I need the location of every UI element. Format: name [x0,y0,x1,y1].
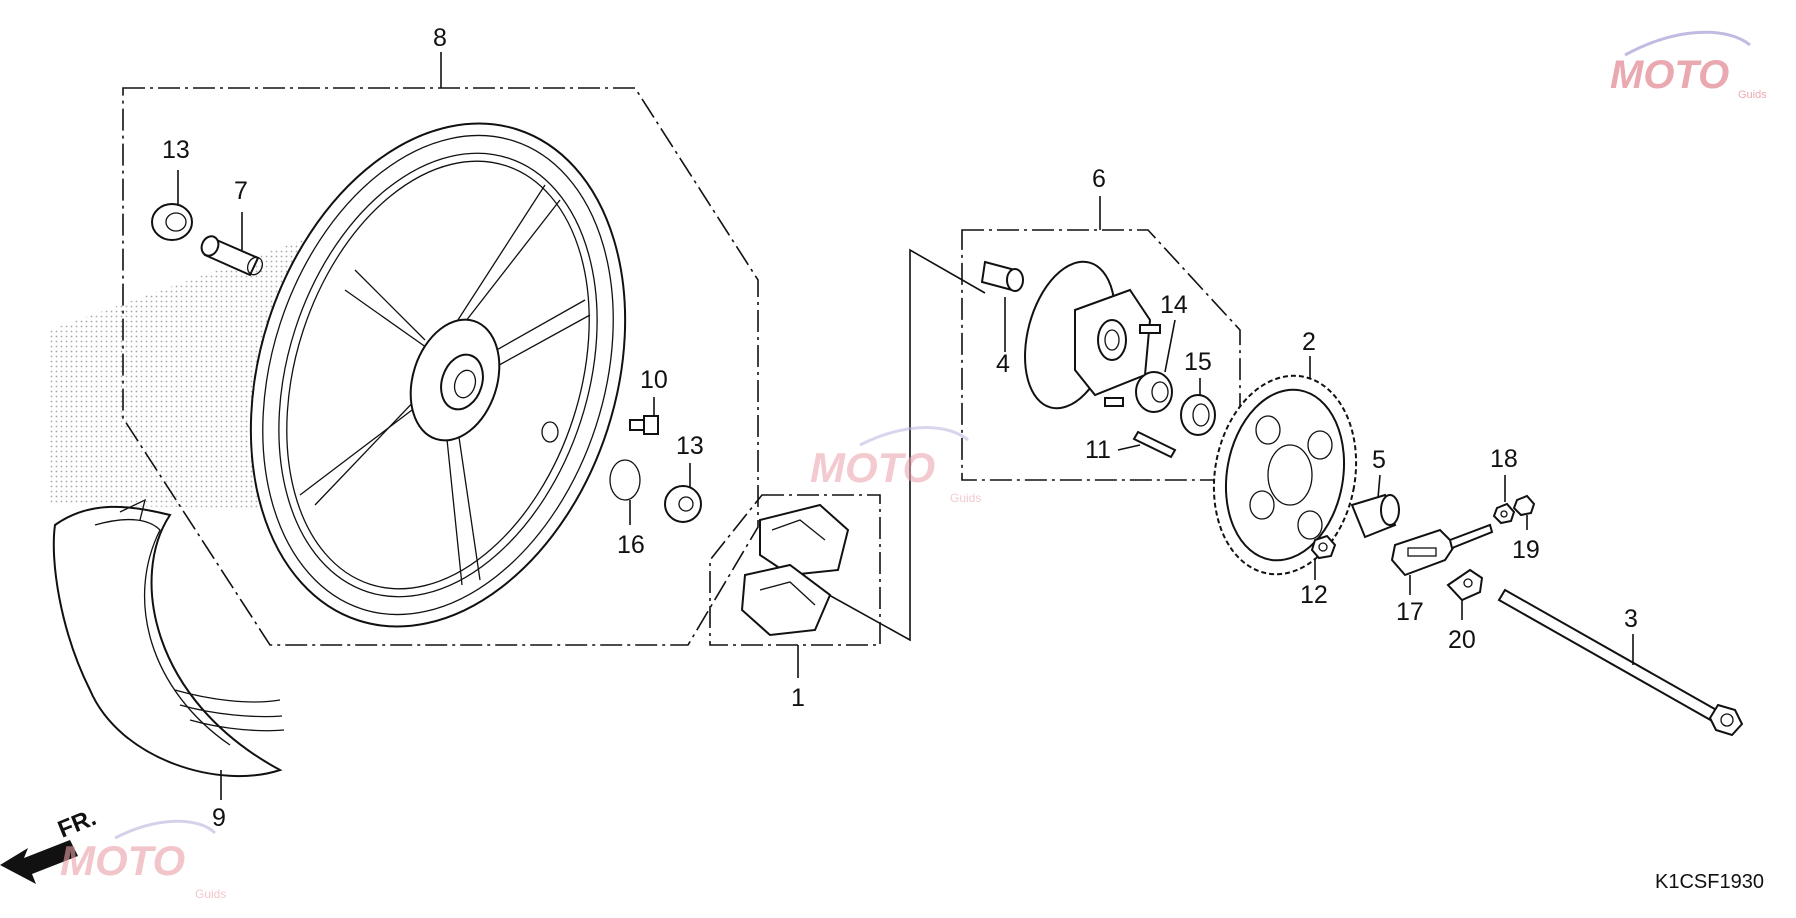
callout-19: 19 [1512,536,1540,564]
watermark-bottom-left: MOTO Guids [60,819,226,901]
watermark-swoosh-icon [114,819,217,840]
callout-14: 14 [1160,291,1188,319]
watermark-swoosh-icon [1624,30,1751,57]
watermark-swoosh-icon [859,426,969,447]
watermark-text: MOTO [810,444,935,491]
watermark-subtext: Guids [950,491,981,505]
callout-13-right: 13 [676,432,704,460]
callout-10: 10 [640,366,668,394]
hub-damper-link [819,248,986,642]
chain-adjuster [1390,523,1494,577]
callout-17: 17 [1396,598,1424,626]
callout-13-left: 13 [162,136,190,164]
watermark-center: MOTO Guids [810,426,981,505]
distance-collar [200,235,264,277]
leader-lines [177,52,1634,800]
callout-1: 1 [791,684,805,712]
watermark-subtext: Guids [195,887,226,901]
callout-2: 2 [1302,328,1316,356]
callout-6: 6 [1092,165,1106,193]
rear-axle [1497,588,1744,737]
hub-bearing [1135,371,1173,413]
callout-3: 3 [1624,605,1638,633]
callout-4: 4 [996,350,1010,378]
callout-16: 16 [617,531,645,559]
callout-8: 8 [433,24,447,52]
bearing-right [664,485,702,523]
side-collar [1350,493,1400,539]
damper-rubbers [740,503,850,637]
flange-collar [980,260,1024,292]
bearing-left [151,203,193,241]
front-arrow-icon [0,840,78,884]
stud-bolt [1132,430,1177,459]
callout-12: 12 [1300,581,1328,609]
adjuster-nut-19 [1512,494,1536,517]
wheel-bolt [629,415,659,435]
o-ring [609,459,641,501]
callout-11: 11 [1085,436,1111,464]
watermark-text: MOTO [1610,53,1729,97]
adjuster-stopper [1446,568,1484,602]
rear-wheel [249,122,627,628]
driven-flange [1024,260,1161,410]
watermark-top-right: MOTO Guids [1610,30,1767,101]
callout-18: 18 [1490,445,1518,473]
callout-9: 9 [212,804,226,832]
damper-assembly-boundary [709,494,881,646]
callouts: 8 13 7 10 13 16 1 9 6 4 14 15 11 2 5 12 … [162,24,1638,832]
final-driven-sprocket [1212,374,1358,576]
callout-7: 7 [234,177,248,205]
adjuster-nut-18 [1492,502,1516,525]
watermark-subtext: Guids [1738,89,1767,101]
callout-15: 15 [1184,348,1212,376]
tire [52,498,285,778]
watermark-text: MOTO [60,837,185,884]
callout-5: 5 [1372,446,1386,474]
callout-20: 20 [1448,626,1476,654]
diagram-code: K1CSF1930 [1655,871,1764,893]
sprocket-nut [1310,534,1337,560]
oil-seal [1180,394,1216,436]
wheel-assembly-boundary [122,87,759,646]
